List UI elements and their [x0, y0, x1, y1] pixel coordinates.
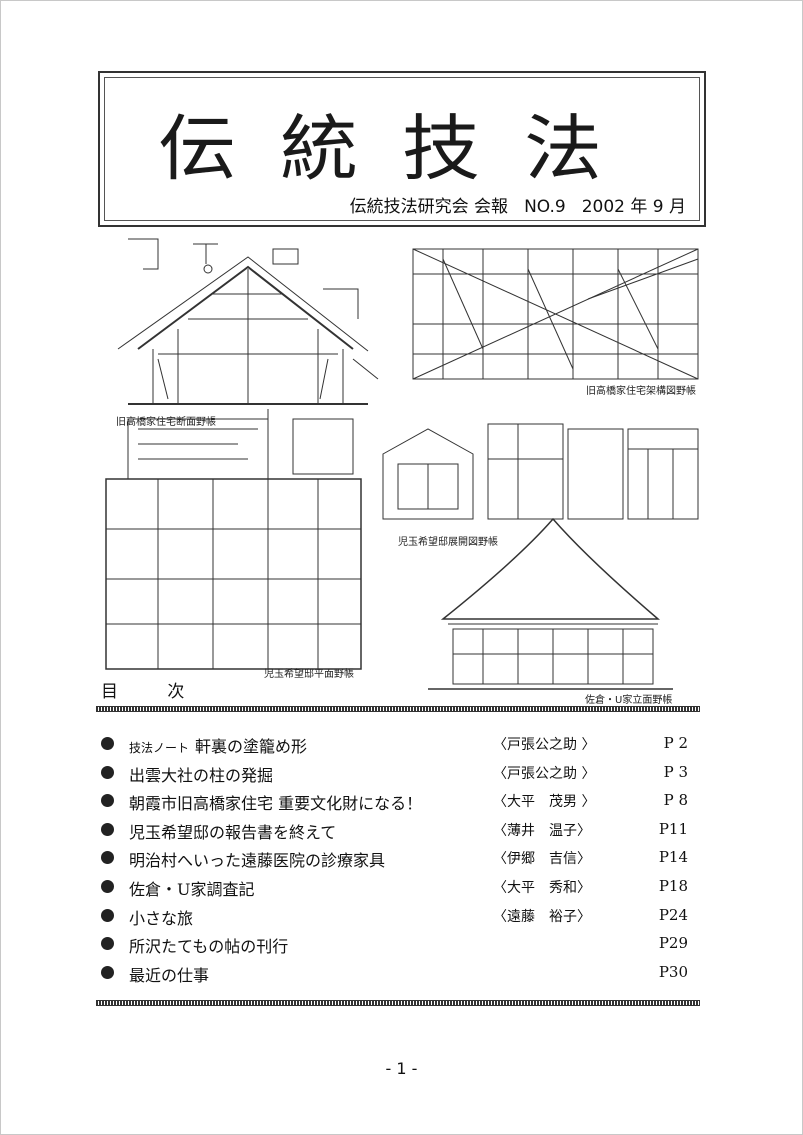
architectural-sketches [105, 238, 699, 690]
toc-item-title-text: 軒裏の塗籠め形 [195, 737, 308, 756]
toc-item-title-text: 出雲大社の柱の発掘 [129, 765, 274, 785]
bullet-icon [101, 851, 114, 865]
toc-item-page: P 8 [663, 791, 688, 810]
toc-item-title: 明治村へいった遠藤医院の診療家具 [129, 847, 385, 871]
toc-item-title-text: 佐倉・U家調査記 [129, 879, 255, 899]
toc-item-page: P18 [658, 876, 688, 895]
masthead-inner-border [104, 77, 700, 221]
organization-name: 伝統技法研究会 会報 [349, 197, 509, 217]
issue-date: 2002 年 9 月 [581, 197, 686, 217]
toc-item-title-text: 所沢たてもの帖の刊行 [129, 937, 289, 957]
bullet-icon [101, 908, 114, 922]
toc-heading: 目 次 [101, 682, 207, 702]
toc-item-author: 〈大平 秀和〉 [493, 879, 591, 896]
caption-elevation-drawing: 児玉希望邸展開図野帳 [398, 537, 498, 548]
toc-item-author: 〈大平 茂男 〉 [493, 794, 596, 811]
toc-item[interactable]: 朝霞市旧高橋家住宅 重要文化財になる！ 〈大平 茂男 〉 P 8 [101, 788, 696, 817]
toc-item[interactable]: 小さな旅 〈遠藤 裕子〉 P24 [101, 903, 696, 932]
toc-item-author: 〈伊郷 吉信〉 [493, 851, 591, 868]
toc-item-title-text: 児玉希望邸の報告書を終えて [129, 822, 337, 842]
toc-item-author: 〈戸張公之助 〉 [493, 737, 596, 753]
drawings-collage: 旧高橋家住宅断面野帳 旧高橋家住宅架構図野帳 児玉希望邸展開図野帳 児玉希望邸平… [98, 229, 708, 707]
elevation-drawing [382, 423, 699, 520]
toc-item-page: P11 [658, 819, 688, 838]
toc-item-title: 技法ノート軒裏の塗籠め形 [129, 733, 307, 757]
toc-item[interactable]: 児玉希望邸の報告書を終えて 〈薄井 温子〉 P11 [101, 817, 696, 846]
caption-plan-drawing: 児玉希望邸平面野帳 [264, 669, 354, 680]
toc-item-prefix: 技法ノート [129, 741, 190, 755]
toc-item[interactable]: 技法ノート軒裏の塗籠め形 〈戸張公之助 〉 P 2 [101, 731, 696, 760]
toc-item[interactable]: 佐倉・U家調査記 〈大平 秀和〉 P18 [101, 874, 696, 903]
section-drawing [117, 238, 379, 405]
toc-item-page: P30 [658, 962, 688, 981]
toc-item-page: P14 [658, 848, 688, 867]
toc-item-title: 所沢たてもの帖の刊行 [129, 933, 288, 957]
toc-item-title: 朝霞市旧高橋家住宅 重要文化財になる！ [129, 790, 422, 814]
toc-item-page: P29 [658, 934, 688, 953]
toc-item[interactable]: 明治村へいった遠藤医院の診療家具 〈伊郷 吉信〉 P14 [101, 845, 696, 874]
table-of-contents: 技法ノート軒裏の塗籠め形 〈戸張公之助 〉 P 2 出雲大社の柱の発掘 〈戸張公… [101, 731, 696, 988]
toc-item-title: 小さな旅 [129, 905, 193, 929]
toc-item-author: 〈戸張公之助 〉 [493, 765, 596, 782]
facade-drawing [428, 517, 673, 690]
newsletter-title: 伝統技法 [157, 108, 646, 191]
toc-item-page: P24 [658, 905, 688, 924]
toc-item-title-text: 朝霞市旧高橋家住宅 重要文化財になる！ [129, 794, 423, 814]
toc-item-title-text: 小さな旅 [129, 908, 194, 928]
toc-item-author: 〈薄井 温子〉 [493, 822, 591, 839]
issue-number: NO.9 [524, 197, 566, 217]
bullet-icon [101, 794, 114, 808]
toc-item-title: 児玉希望邸の報告書を終えて [129, 819, 336, 843]
toc-item-title-text: 明治村へいった遠藤医院の診療家具 [129, 851, 386, 871]
plan-drawing [105, 409, 362, 670]
caption-frame-drawing: 旧高橋家住宅架構図野帳 [586, 386, 696, 397]
bullet-icon [101, 737, 114, 750]
toc-top-rule [96, 706, 700, 712]
frame-drawing [412, 248, 699, 380]
bullet-icon [101, 879, 114, 893]
bullet-icon [101, 937, 114, 951]
masthead-subline: 伝統技法研究会 会報 NO.9 2002 年 9 月 [350, 192, 686, 217]
toc-item-title: 出雲大社の柱の発掘 [129, 762, 273, 786]
toc-item-author: 〈遠藤 裕子〉 [493, 908, 591, 925]
toc-item-title: 佐倉・U家調査記 [129, 876, 255, 900]
toc-item-title: 最近の仕事 [129, 962, 209, 986]
caption-section-drawing: 旧高橋家住宅断面野帳 [116, 417, 216, 428]
page-number: - 1 - [385, 1059, 418, 1078]
toc-item-page: P 2 [663, 734, 688, 752]
toc-item-page: P 3 [663, 762, 688, 781]
toc-bottom-rule [96, 1000, 700, 1006]
bullet-icon [101, 765, 114, 779]
toc-item-title-text: 最近の仕事 [129, 965, 210, 985]
toc-item[interactable]: 所沢たてもの帖の刊行 P29 [101, 931, 696, 960]
toc-item[interactable]: 出雲大社の柱の発掘 〈戸張公之助 〉 P 3 [101, 760, 696, 789]
bullet-icon [101, 822, 114, 836]
toc-item[interactable]: 最近の仕事 P30 [101, 960, 696, 989]
bullet-icon [101, 965, 114, 979]
masthead: 伝統技法 伝統技法研究会 会報 NO.9 2002 年 9 月 [98, 71, 706, 227]
caption-facade-drawing: 佐倉・U家立面野帳 [585, 695, 673, 706]
